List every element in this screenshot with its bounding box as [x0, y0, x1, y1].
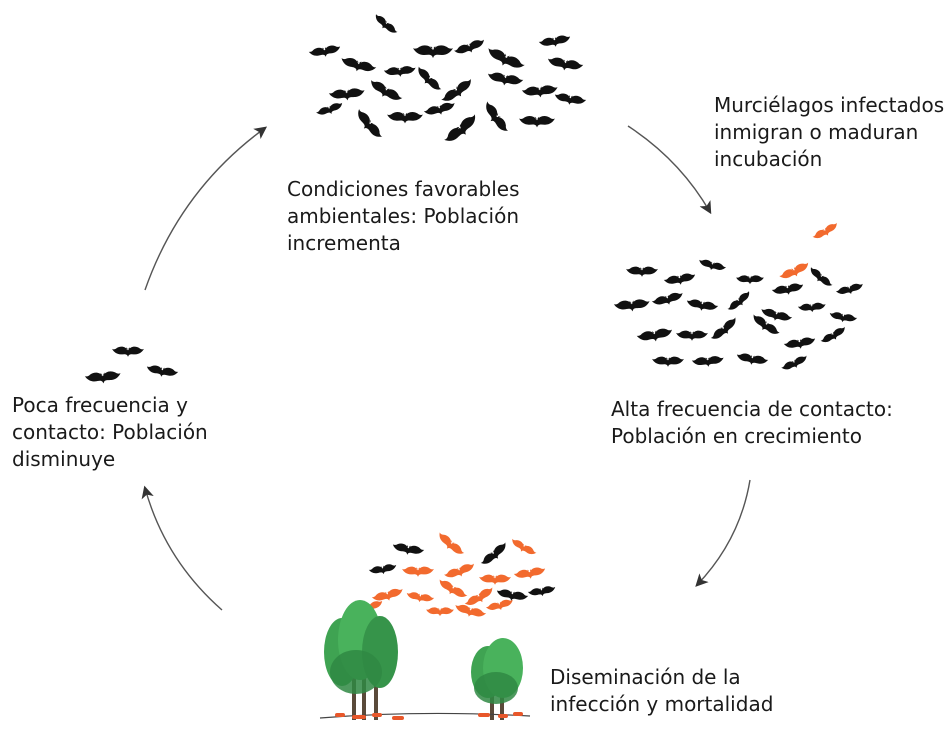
label-line: incrementa: [287, 231, 401, 255]
bat-icon: [697, 257, 727, 274]
label-line: Diseminación de la: [550, 665, 741, 689]
infected-bat-icon: [405, 590, 435, 605]
label-line: Población en crecimiento: [611, 424, 862, 448]
bat-icon: [442, 112, 482, 148]
bat-icon: [828, 310, 858, 325]
bat-icon: [709, 315, 741, 344]
bat-icon: [783, 335, 817, 352]
bat-colony-right: [613, 220, 865, 374]
infected-bat-icon: [513, 565, 547, 582]
bat-icon: [676, 330, 708, 341]
bat-icon: [527, 584, 557, 599]
bat-icon: [636, 326, 674, 345]
label-line: Condiciones favorables: [287, 177, 520, 201]
infected-bat-icon: [479, 574, 511, 585]
bat-icon: [480, 99, 511, 136]
arrow-left-to-top: [144, 126, 268, 291]
label-infected-bats-immigrate: Murciélagos infectados inmigran o madura…: [714, 92, 944, 173]
fallen-bats: [335, 712, 523, 720]
bat-icon: [423, 100, 457, 119]
bat-icon: [366, 77, 404, 106]
bat-icon: [736, 275, 764, 285]
bat-icon: [538, 33, 572, 50]
infected-bat-icon: [426, 607, 454, 617]
bat-icon: [84, 370, 122, 385]
infected-bat-icon: [485, 597, 515, 614]
tree-cluster-left: [324, 600, 398, 720]
bat-icon: [479, 540, 511, 569]
infected-bat-icon: [402, 566, 434, 577]
infected-bat-icon: [443, 561, 477, 582]
bat-icon: [735, 351, 769, 368]
forest-illustration: [319, 600, 531, 720]
label-line: disminuye: [12, 447, 116, 471]
bat-icon: [780, 353, 810, 374]
bat-icon: [685, 297, 719, 314]
bat-icon: [486, 70, 524, 89]
bat-colony-bottom: [355, 530, 557, 621]
tree-cluster-right: [471, 638, 523, 720]
bat-icon: [797, 302, 827, 314]
infected-bat-icon: [434, 530, 466, 559]
bat-icon: [613, 298, 651, 313]
bat-icon: [308, 43, 342, 60]
label-low-contact: Poca frecuencia y contacto: Población di…: [12, 392, 208, 473]
bat-icon: [453, 37, 487, 58]
label-line: inmigran o maduran: [714, 120, 919, 144]
bat-icon: [112, 346, 144, 357]
bat-icon: [315, 100, 345, 119]
infected-bat-icon: [435, 577, 469, 603]
label-line: contacto: Población: [12, 420, 208, 444]
bat-icon: [726, 289, 754, 315]
bat-icon: [626, 266, 658, 277]
label-high-contact: Alta frecuencia de contacto: Población e…: [611, 396, 893, 450]
arrow-top-to-right: [627, 125, 712, 215]
bat-icon: [383, 65, 417, 79]
bat-icon: [439, 76, 476, 107]
bat-icon: [835, 281, 865, 298]
infected-bat-icon: [811, 220, 841, 243]
bat-icon: [652, 356, 684, 367]
bat-icon: [771, 281, 805, 298]
bat-icon: [484, 45, 526, 74]
bat-icon: [339, 55, 377, 76]
bat-icon: [368, 562, 398, 577]
arrow-right-to-bottom: [695, 479, 751, 587]
bat-colony-top: [308, 12, 587, 148]
bat-icon: [352, 107, 385, 143]
bat-icon: [663, 271, 697, 288]
arrow-bottom-to-left: [141, 485, 223, 611]
label-favorable-conditions: Condiciones favorables ambientales: Pobl…: [287, 176, 520, 257]
bat-icon: [413, 64, 444, 95]
bat-icon: [691, 355, 725, 369]
infected-bat-icon: [508, 536, 538, 559]
bat-icon: [546, 55, 584, 74]
bat-icon: [521, 84, 559, 99]
label-line: Poca frecuencia y: [12, 393, 188, 417]
bat-icon: [819, 324, 849, 347]
bat-icon: [391, 541, 425, 558]
infected-bat-icon: [453, 602, 487, 621]
bat-icon: [553, 91, 587, 108]
bat-icon: [371, 12, 399, 38]
label-line: Alta frecuencia de contacto:: [611, 397, 893, 421]
label-line: Murciélagos infectados: [714, 93, 945, 117]
bat-colony-left: [84, 346, 179, 385]
bat-icon: [806, 265, 834, 291]
label-infection-spread: Diseminación de la infección y mortalida…: [550, 664, 773, 718]
bat-icon: [328, 87, 366, 102]
infected-bat-icon: [778, 260, 812, 284]
label-line: infección y mortalidad: [550, 692, 774, 716]
bat-icon: [651, 290, 685, 309]
bat-icon: [413, 45, 453, 58]
bat-icon: [387, 111, 423, 124]
label-line: incubación: [714, 147, 823, 171]
bat-icon: [519, 115, 555, 128]
label-line: ambientales: Población: [287, 204, 520, 228]
bat-icon: [145, 363, 179, 380]
cycle-arrows: [141, 125, 751, 611]
